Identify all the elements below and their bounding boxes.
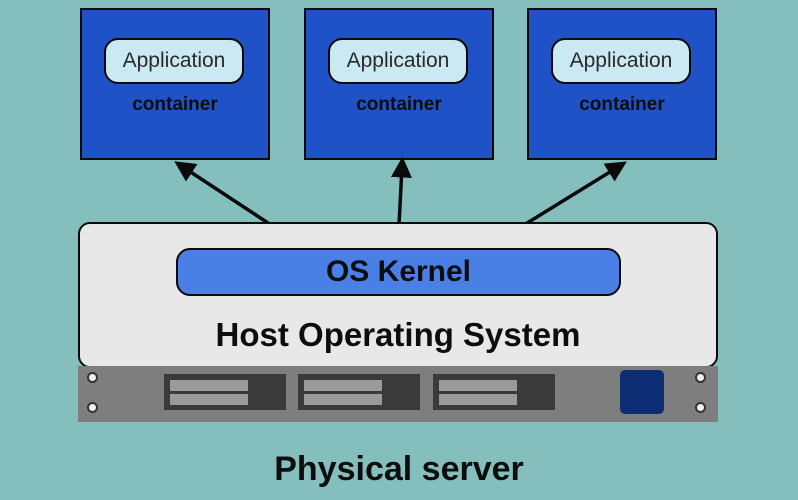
container-box-2: Application container: [304, 8, 494, 160]
container-box-3: Application container: [527, 8, 717, 160]
container-label-3: container: [579, 94, 665, 115]
application-pill-3: Application: [551, 38, 691, 84]
container-label-2: container: [356, 94, 442, 115]
container-label-1: container: [132, 94, 218, 115]
server-rack: [78, 366, 718, 422]
drive-bay-3: [433, 374, 555, 410]
drive-bay-2: [298, 374, 420, 410]
drive-bay-1: [164, 374, 286, 410]
screw-icon: [87, 372, 98, 383]
screw-icon: [87, 402, 98, 413]
os-kernel-bar: OS Kernel: [176, 248, 621, 296]
host-operating-system-box: OS Kernel Host Operating System: [78, 222, 718, 368]
container-box-1: Application container: [80, 8, 270, 160]
physical-server-label: Physical server: [274, 450, 524, 488]
screw-icon: [695, 372, 706, 383]
application-pill-1: Application: [104, 38, 244, 84]
application-pill-2: Application: [328, 38, 468, 84]
power-button-icon: [620, 370, 664, 414]
host-os-label: Host Operating System: [215, 316, 581, 353]
screw-icon: [695, 402, 706, 413]
